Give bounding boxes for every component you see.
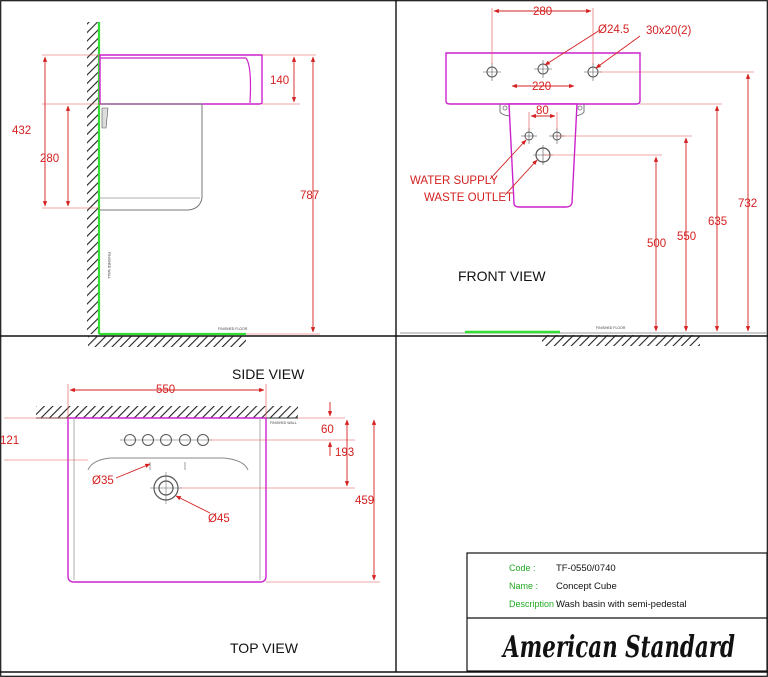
svg-text:FINISHED FLOOR: FINISHED FLOOR xyxy=(596,326,626,330)
dim-280-front: 280 xyxy=(533,6,552,18)
title-block: Code : TF-0550/0740 Name : Concept Cube … xyxy=(466,552,768,672)
dim-121: 121 xyxy=(0,435,19,447)
top-view: FINISHED WALL 550 121 xyxy=(0,384,380,656)
dim-140: 140 xyxy=(270,75,289,87)
dim-550-top: 550 xyxy=(156,384,175,396)
dim-500: 500 xyxy=(647,238,666,250)
code-value: TF-0550/0740 xyxy=(556,563,616,574)
dim-732: 732 xyxy=(738,198,757,210)
svg-text:FINISHED WALL: FINISHED WALL xyxy=(270,421,297,425)
wall-hatch xyxy=(87,22,99,334)
basin-front xyxy=(445,52,641,105)
svg-text:FINISHED FLOOR: FINISHED FLOOR xyxy=(218,327,248,331)
dim-dia-35: Ø35 xyxy=(92,475,114,487)
svg-text:FINISHED WALL: FINISHED WALL xyxy=(107,252,111,279)
name-label: Name : xyxy=(509,581,538,591)
front-floor-hatch xyxy=(542,335,700,346)
dim-dia-24-5: Ø24.5 xyxy=(598,24,629,36)
dim-30x20: 30x20(2) xyxy=(646,25,692,37)
callout-water-supply: WATER SUPPLY xyxy=(410,175,498,187)
dim-193: 193 xyxy=(335,447,354,459)
dim-220: 220 xyxy=(532,81,551,93)
top-view-title: TOP VIEW xyxy=(230,640,299,656)
dim-787: 787 xyxy=(300,190,319,202)
american-standard-logo: American Standard xyxy=(501,630,735,665)
tap-holes xyxy=(483,60,602,81)
dim-280: 280 xyxy=(40,153,59,165)
callout-waste-outlet: WASTE OUTLET xyxy=(424,192,513,204)
floor-hatch xyxy=(88,336,246,347)
top-wall-hatch xyxy=(36,406,298,418)
side-view-title: SIDE VIEW xyxy=(232,366,305,382)
side-view: FINISHED WALL FINISHED FLOOR 432 280 140… xyxy=(12,22,320,347)
dim-60: 60 xyxy=(321,424,334,436)
dim-dia-45: Ø45 xyxy=(208,513,230,525)
pedestal-side-profile xyxy=(100,103,203,211)
dim-635: 635 xyxy=(708,216,727,228)
top-tap-holes xyxy=(120,434,212,446)
dim-550: 550 xyxy=(677,231,696,243)
dim-432: 432 xyxy=(12,125,31,137)
dim-459: 459 xyxy=(355,495,374,507)
description-label: Description : xyxy=(509,599,559,609)
dim-80: 80 xyxy=(536,105,549,117)
name-value: Concept Cube xyxy=(556,581,617,592)
description-value: Wash basin with semi-pedestal xyxy=(556,599,687,610)
code-label: Code : xyxy=(509,563,536,573)
basin-side-profile xyxy=(99,54,263,105)
front-view-title: FRONT VIEW xyxy=(458,268,546,284)
front-view: FINISHED FLOOR xyxy=(400,6,766,346)
